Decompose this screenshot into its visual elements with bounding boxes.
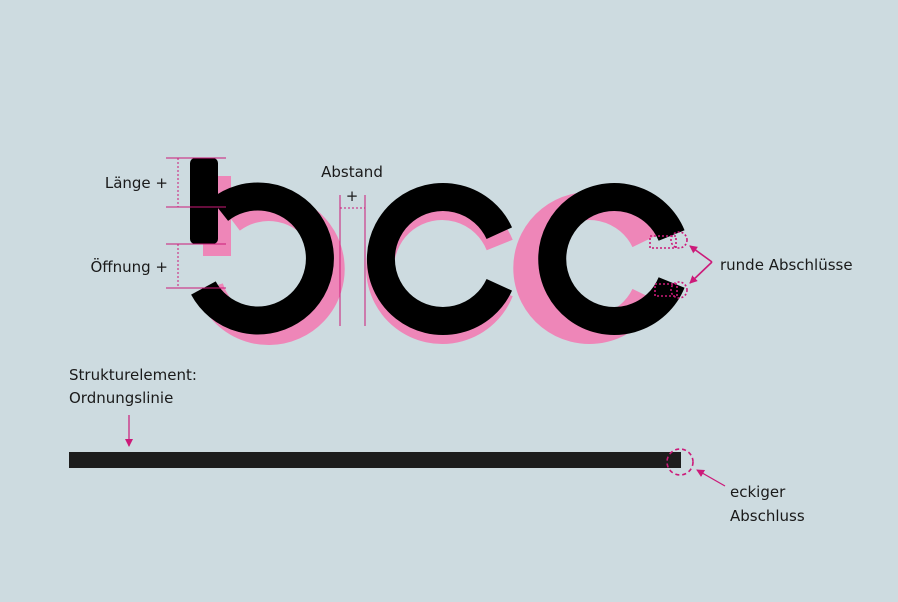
oeffnung-label: Öffnung + — [90, 257, 168, 276]
abschluss-label: Abschluss — [730, 507, 805, 525]
terminal-dashbox-bottom — [654, 283, 678, 297]
eckiger-abschluss-marker — [666, 448, 694, 476]
abstand-annotation — [339, 195, 366, 326]
terminal-circle-bottom — [670, 281, 688, 299]
runde-abschluesse-label: runde Abschlüsse — [720, 256, 853, 274]
abstand-label: Abstand — [321, 163, 383, 181]
black-b-stem — [190, 158, 218, 244]
oeffnung-annotation — [166, 243, 226, 289]
black-c-right — [538, 183, 685, 335]
arrow-to-bottom-terminal — [689, 261, 713, 284]
arrow-to-eckiger-abschluss — [696, 469, 726, 487]
arrow-to-top-terminal — [689, 245, 713, 263]
eckiger-label: eckiger — [730, 483, 786, 501]
ordnungslinie-bar — [69, 452, 681, 468]
ordnungslinie-label: Ordnungslinie — [69, 389, 173, 407]
black-c-middle — [366, 183, 513, 335]
terminal-dashbox-top — [649, 235, 677, 249]
runde-abschluesse-markers — [649, 231, 713, 299]
black-glyphs — [191, 182, 685, 335]
black-b-bowl — [191, 182, 334, 335]
laenge-annotation — [166, 157, 226, 208]
abstand-plus-label: + — [346, 187, 359, 205]
terminal-circle-top — [670, 231, 688, 249]
strukturelement-label: Strukturelement: — [69, 366, 197, 384]
laenge-label: Länge + — [105, 174, 168, 192]
